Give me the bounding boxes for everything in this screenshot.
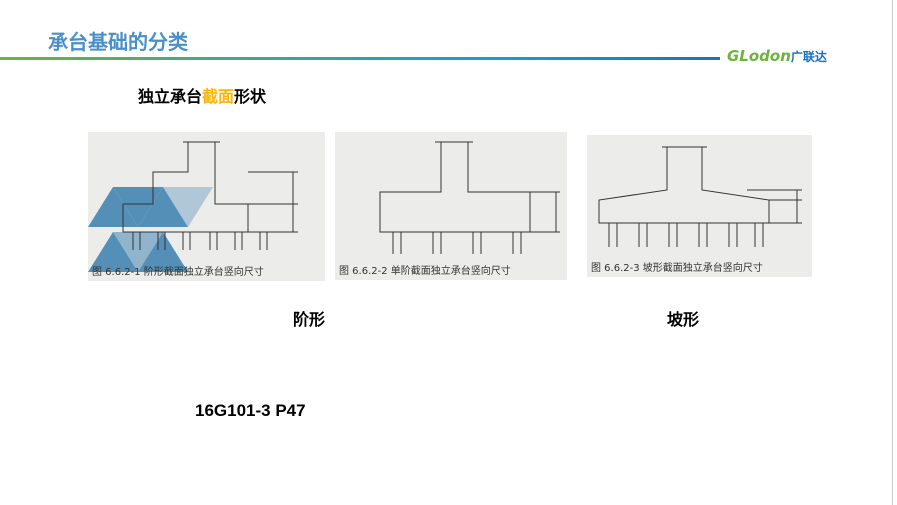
glodon-logo: GLodon广联达 bbox=[727, 47, 827, 65]
heading-highlight: 截面 bbox=[202, 87, 235, 106]
slide-edge bbox=[892, 0, 893, 505]
heading-post: 形状 bbox=[234, 87, 267, 106]
section-heading: 独立承台截面形状 bbox=[138, 83, 266, 107]
figure-caption: 图 6.6.2-3 坡形截面独立承台竖向尺寸 bbox=[591, 263, 763, 274]
figure-single-step-section: 图 6.6.2-2 单阶截面独立承台竖向尺寸 bbox=[335, 132, 567, 280]
heading-pre: 独立承台 bbox=[138, 87, 203, 106]
slope-cap-drawing bbox=[598, 146, 802, 247]
logo-cn: 广联达 bbox=[790, 50, 827, 64]
figure-caption: 图 6.6.2-2 单阶截面独立承台竖向尺寸 bbox=[339, 266, 511, 277]
step-cap-drawing bbox=[88, 141, 298, 272]
figure-step-section: 图 6.6.2-1 阶形截面独立承台竖向尺寸 bbox=[88, 132, 325, 281]
header-divider bbox=[0, 57, 720, 60]
single-step-cap-drawing bbox=[379, 141, 560, 254]
figure-slope-section: 图 6.6.2-3 坡形截面独立承台竖向尺寸 bbox=[587, 135, 812, 277]
reference-text: 16G101-3 P47 bbox=[195, 401, 306, 420]
label-step: 阶形 bbox=[293, 310, 326, 329]
logo-text: GLodon bbox=[727, 47, 791, 65]
slide-title: 承台基础的分类 bbox=[48, 30, 188, 54]
label-slope: 坡形 bbox=[667, 310, 700, 329]
figure-caption: 图 6.6.2-1 阶形截面独立承台竖向尺寸 bbox=[92, 267, 264, 278]
